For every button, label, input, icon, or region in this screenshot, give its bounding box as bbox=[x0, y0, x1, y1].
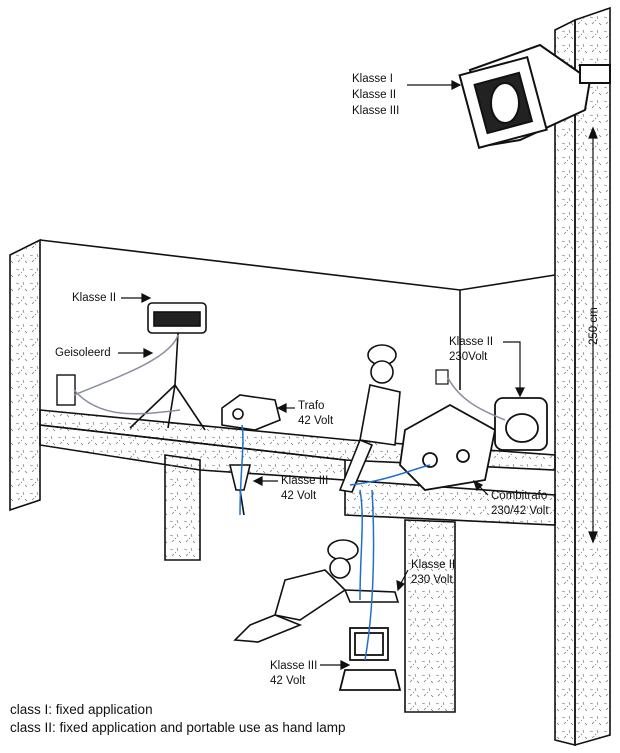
seated-worker bbox=[338, 344, 401, 493]
tripod-lamp bbox=[129, 302, 207, 431]
wall-socket bbox=[56, 374, 76, 406]
grinder bbox=[338, 627, 402, 691]
label-drill-1: Klasse II bbox=[411, 559, 456, 571]
flood-lamp-top bbox=[458, 43, 611, 149]
legend-class-1: class I: fixed application bbox=[10, 702, 153, 717]
label-height: 250 cm bbox=[588, 307, 600, 345]
label-hand-lamp-2: 42 Volt bbox=[281, 490, 317, 502]
label-drill-2: 230 Volt bbox=[411, 574, 453, 586]
label-trafo-2: 42 Volt bbox=[298, 415, 334, 427]
label-top-lamp-2: Klasse II bbox=[352, 89, 397, 101]
crouching-worker bbox=[233, 539, 400, 643]
label-combitrafo-2: 230/42 Volt bbox=[491, 505, 549, 517]
label-trafo-1: Trafo bbox=[298, 400, 325, 412]
label-combitrafo-1: Combitrafo bbox=[491, 490, 548, 502]
label-grinder-2: 42 Volt bbox=[270, 675, 306, 687]
height-arrow bbox=[588, 126, 598, 544]
label-tripod-lamp: Klasse II bbox=[72, 292, 117, 304]
label-top-lamp-1: Klasse I bbox=[352, 73, 393, 85]
back-wall bbox=[9, 238, 556, 512]
cables bbox=[73, 334, 506, 661]
label-arrows bbox=[118, 80, 525, 670]
label-insulated: Geisoleerd bbox=[55, 347, 111, 359]
heater bbox=[494, 397, 548, 451]
label-grinder-1: Klasse III bbox=[270, 660, 318, 672]
trafo-box bbox=[221, 394, 281, 431]
label-top-lamp-3: Klasse III bbox=[352, 105, 400, 117]
wall-socket-2 bbox=[435, 369, 449, 385]
combitrafo-box bbox=[399, 403, 497, 491]
legend-class-2: class II: fixed application and portable… bbox=[10, 720, 346, 735]
label-heater-1: Klasse II bbox=[449, 336, 494, 348]
label-hand-lamp-1: Klasse III bbox=[281, 475, 329, 487]
label-heater-2: 230Volt bbox=[449, 351, 488, 363]
